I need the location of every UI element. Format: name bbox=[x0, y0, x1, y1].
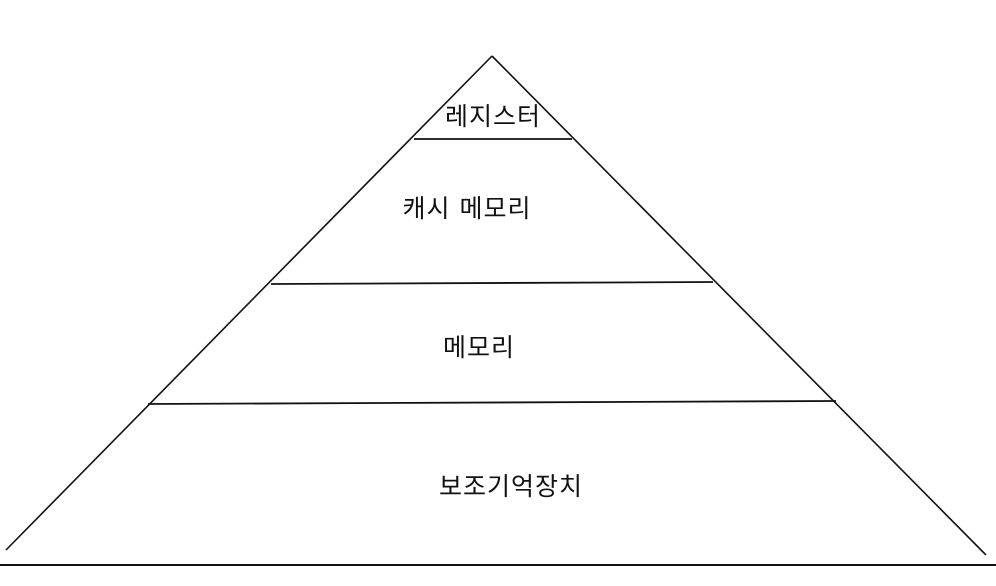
divider-cache-memory bbox=[270, 281, 714, 285]
divider-memory-storage bbox=[147, 400, 837, 405]
pyramid-left-edge bbox=[5, 55, 493, 551]
tier-label-register: 레지스터 bbox=[444, 102, 542, 131]
pyramid-right-edge bbox=[491, 55, 987, 556]
tier-label-memory: 메모리 bbox=[442, 333, 516, 362]
tier-label-cache-memory: 캐시 메모리 bbox=[402, 194, 532, 223]
tier-label-secondary-storage: 보조기억장치 bbox=[438, 472, 584, 501]
